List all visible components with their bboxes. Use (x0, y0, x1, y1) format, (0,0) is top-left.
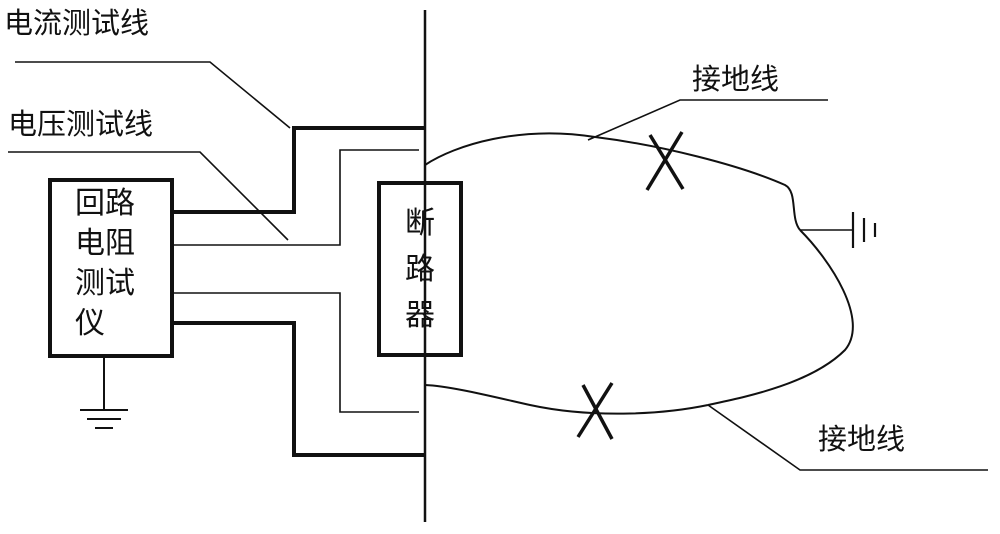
ground-wire-bottom-label: 接地线 (818, 422, 905, 456)
tester-ground-icon (80, 356, 128, 429)
break-cross-icon (576, 382, 614, 440)
voltage-lead-top (172, 149, 419, 246)
voltage-wire-leader (8, 151, 289, 241)
ground-wire-top-leader (587, 99, 828, 141)
tester-name-line-4: 仪 (75, 306, 105, 341)
break-cross-icon (645, 131, 685, 191)
tester-name-line-3: 测试 (75, 266, 135, 301)
ground-loop-right (707, 229, 854, 406)
ground-loop-bottom (424, 384, 709, 415)
current-lead-bottom (172, 321, 425, 457)
earth-ground-icon (800, 212, 877, 248)
current-wire-leader (15, 61, 291, 129)
ground-loop-top (424, 132, 801, 231)
current-wire-label: 电流测试线 (4, 6, 149, 40)
tester-box (48, 178, 174, 358)
breaker-name-line-1: 断 (405, 206, 435, 241)
ground-wire-top-label: 接地线 (692, 62, 779, 96)
breaker-box (377, 181, 463, 357)
breaker-name-line-3: 器 (405, 298, 435, 333)
current-lead-top (172, 126, 425, 214)
breaker-name-line-2: 路 (405, 252, 435, 287)
voltage-lead-bottom (172, 292, 419, 413)
voltage-wire-label: 电压测试线 (8, 107, 153, 141)
tester-name-line-1: 回路 (75, 186, 135, 221)
tester-name-line-2: 电阻 (75, 226, 135, 261)
ground-wire-bottom-leader (707, 404, 988, 471)
